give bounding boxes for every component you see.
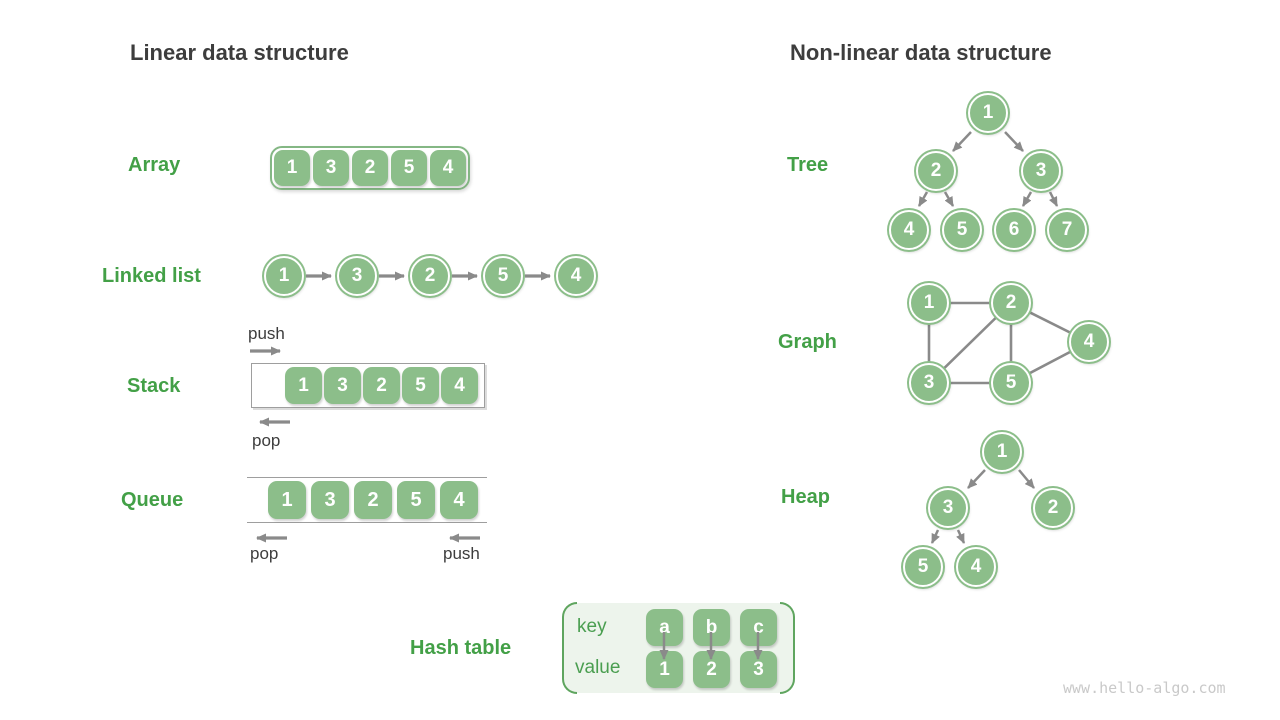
stack-cell: 5 — [402, 367, 439, 404]
hash-table-label: Hash table — [410, 637, 512, 659]
array-container: 1 3 2 5 4 — [270, 146, 470, 190]
linear-heading: Linear data structure — [130, 40, 349, 65]
array-cell: 4 — [430, 150, 466, 186]
stack-cells: 1 3 2 5 4 — [285, 367, 478, 404]
stack-cell: 1 — [285, 367, 322, 404]
linked-list-label: Linked list — [102, 265, 201, 287]
hash-key-cell: a — [646, 609, 683, 646]
linked-list-node: 3 — [337, 256, 377, 296]
hash-value-label: value — [575, 657, 621, 678]
hash-key-cell: b — [693, 609, 730, 646]
hash-value-cells: 1 2 3 — [646, 651, 777, 688]
queue-cell: 1 — [268, 481, 306, 519]
tree-label: Tree — [787, 154, 829, 176]
stack-cell: 2 — [363, 367, 400, 404]
tree-node: 6 — [994, 210, 1034, 250]
heap-node: 2 — [1033, 488, 1073, 528]
queue-pop-label: pop — [250, 544, 279, 563]
queue-cell: 2 — [354, 481, 392, 519]
tree-node: 4 — [889, 210, 929, 250]
array-cell: 3 — [313, 150, 349, 186]
stack-push-label: push — [248, 324, 285, 343]
graph-node: 2 — [991, 283, 1031, 323]
tree-node: 1 — [968, 93, 1008, 133]
tree-node: 5 — [942, 210, 982, 250]
hash-key-label: key — [577, 616, 607, 637]
queue-label: Queue — [121, 489, 184, 511]
graph-node: 1 — [909, 283, 949, 323]
queue-cell: 4 — [440, 481, 478, 519]
linked-list-node: 4 — [556, 256, 596, 296]
heap-node: 1 — [982, 432, 1022, 472]
queue-cells: 1 3 2 5 4 — [268, 481, 478, 519]
hash-value-cell: 3 — [740, 651, 777, 688]
stack-cell: 4 — [441, 367, 478, 404]
array-cell: 1 — [274, 150, 310, 186]
hash-key-cell: c — [740, 609, 777, 646]
linked-list-node: 1 — [264, 256, 304, 296]
stack-label: Stack — [127, 375, 181, 397]
graph-node: 3 — [909, 363, 949, 403]
hash-value-cell: 2 — [693, 651, 730, 688]
tree-node: 7 — [1047, 210, 1087, 250]
linked-list-node: 2 — [410, 256, 450, 296]
heap-node: 3 — [928, 488, 968, 528]
graph-node: 5 — [991, 363, 1031, 403]
array-cell: 2 — [352, 150, 388, 186]
queue-cell: 5 — [397, 481, 435, 519]
queue-push-label: push — [443, 544, 480, 563]
queue-top-line — [247, 477, 487, 478]
array-label: Array — [128, 154, 181, 176]
stack-pop-label: pop — [252, 431, 281, 450]
heap-node: 4 — [956, 547, 996, 587]
queue-bottom-line — [247, 522, 487, 523]
hash-value-cell: 1 — [646, 651, 683, 688]
tree-node: 3 — [1021, 151, 1061, 191]
non-linear-heading: Non-linear data structure — [790, 40, 1052, 65]
hash-key-cells: a b c — [646, 609, 777, 646]
watermark: www.hello-algo.com — [1063, 679, 1226, 697]
linked-list-node: 5 — [483, 256, 523, 296]
stack-cell: 3 — [324, 367, 361, 404]
queue-cell: 3 — [311, 481, 349, 519]
array-cell: 5 — [391, 150, 427, 186]
graph-node: 4 — [1069, 322, 1109, 362]
heap-label: Heap — [781, 486, 830, 508]
tree-node: 2 — [916, 151, 956, 191]
hash-right-bracket — [780, 602, 795, 694]
hash-left-bracket — [562, 602, 577, 694]
graph-label: Graph — [778, 331, 837, 353]
heap-node: 5 — [903, 547, 943, 587]
